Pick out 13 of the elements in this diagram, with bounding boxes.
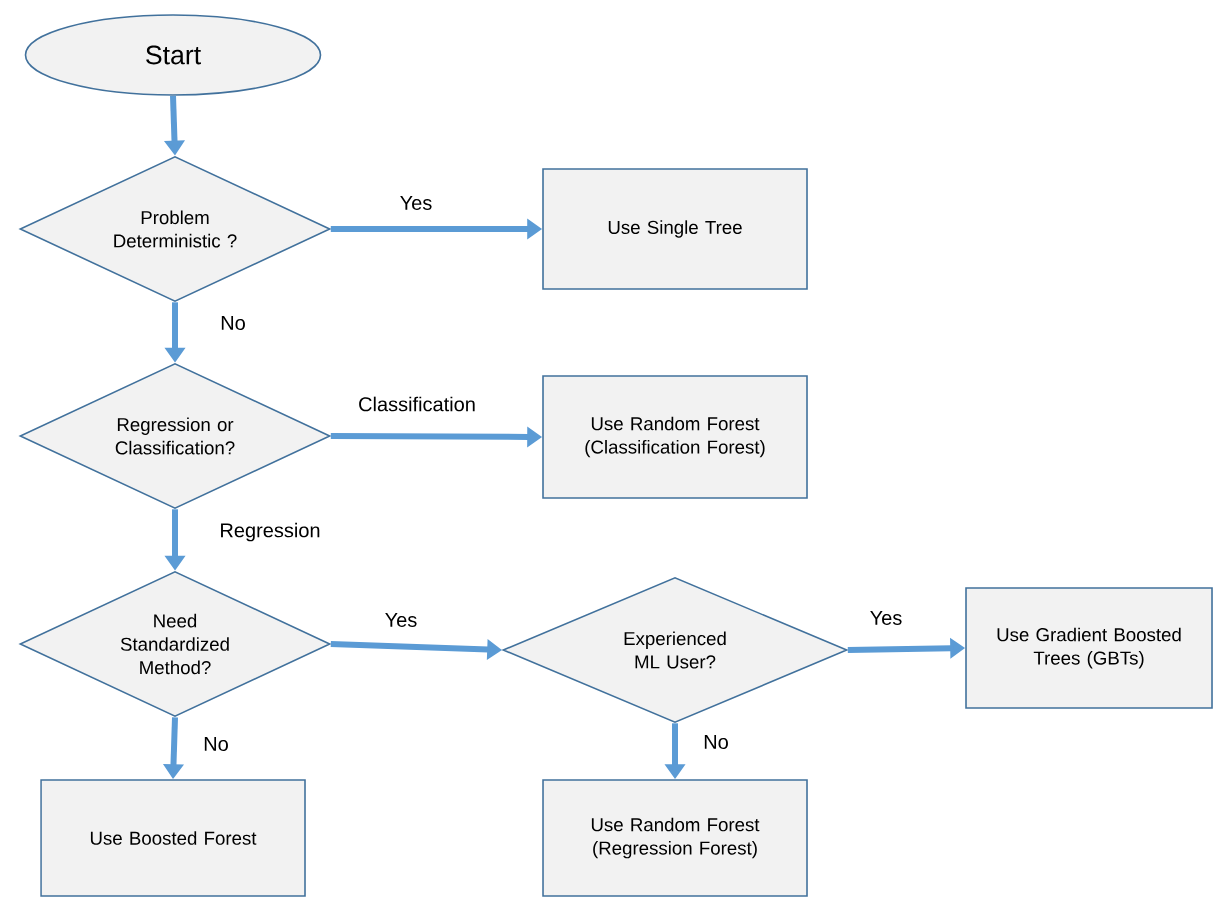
edge-label: Classification [356, 395, 478, 413]
edge-label: No [701, 733, 731, 751]
edge-label: No [218, 314, 248, 332]
process-box: Use Random Forest (Regression Forest) [542, 779, 808, 897]
edge-label: Yes [383, 611, 419, 629]
edge-label: Yes [868, 609, 904, 627]
process-box: Use Gradient Boosted Trees (GBTs) [965, 587, 1213, 709]
edge-label: Regression [218, 521, 322, 543]
edge-label: Yes [398, 194, 434, 212]
process-box: Use Random Forest (Classification Forest) [542, 375, 808, 499]
process-box: Use Single Tree [542, 168, 808, 290]
process-box: Use Boosted Forest [40, 779, 306, 897]
edge-label: No [201, 735, 231, 753]
